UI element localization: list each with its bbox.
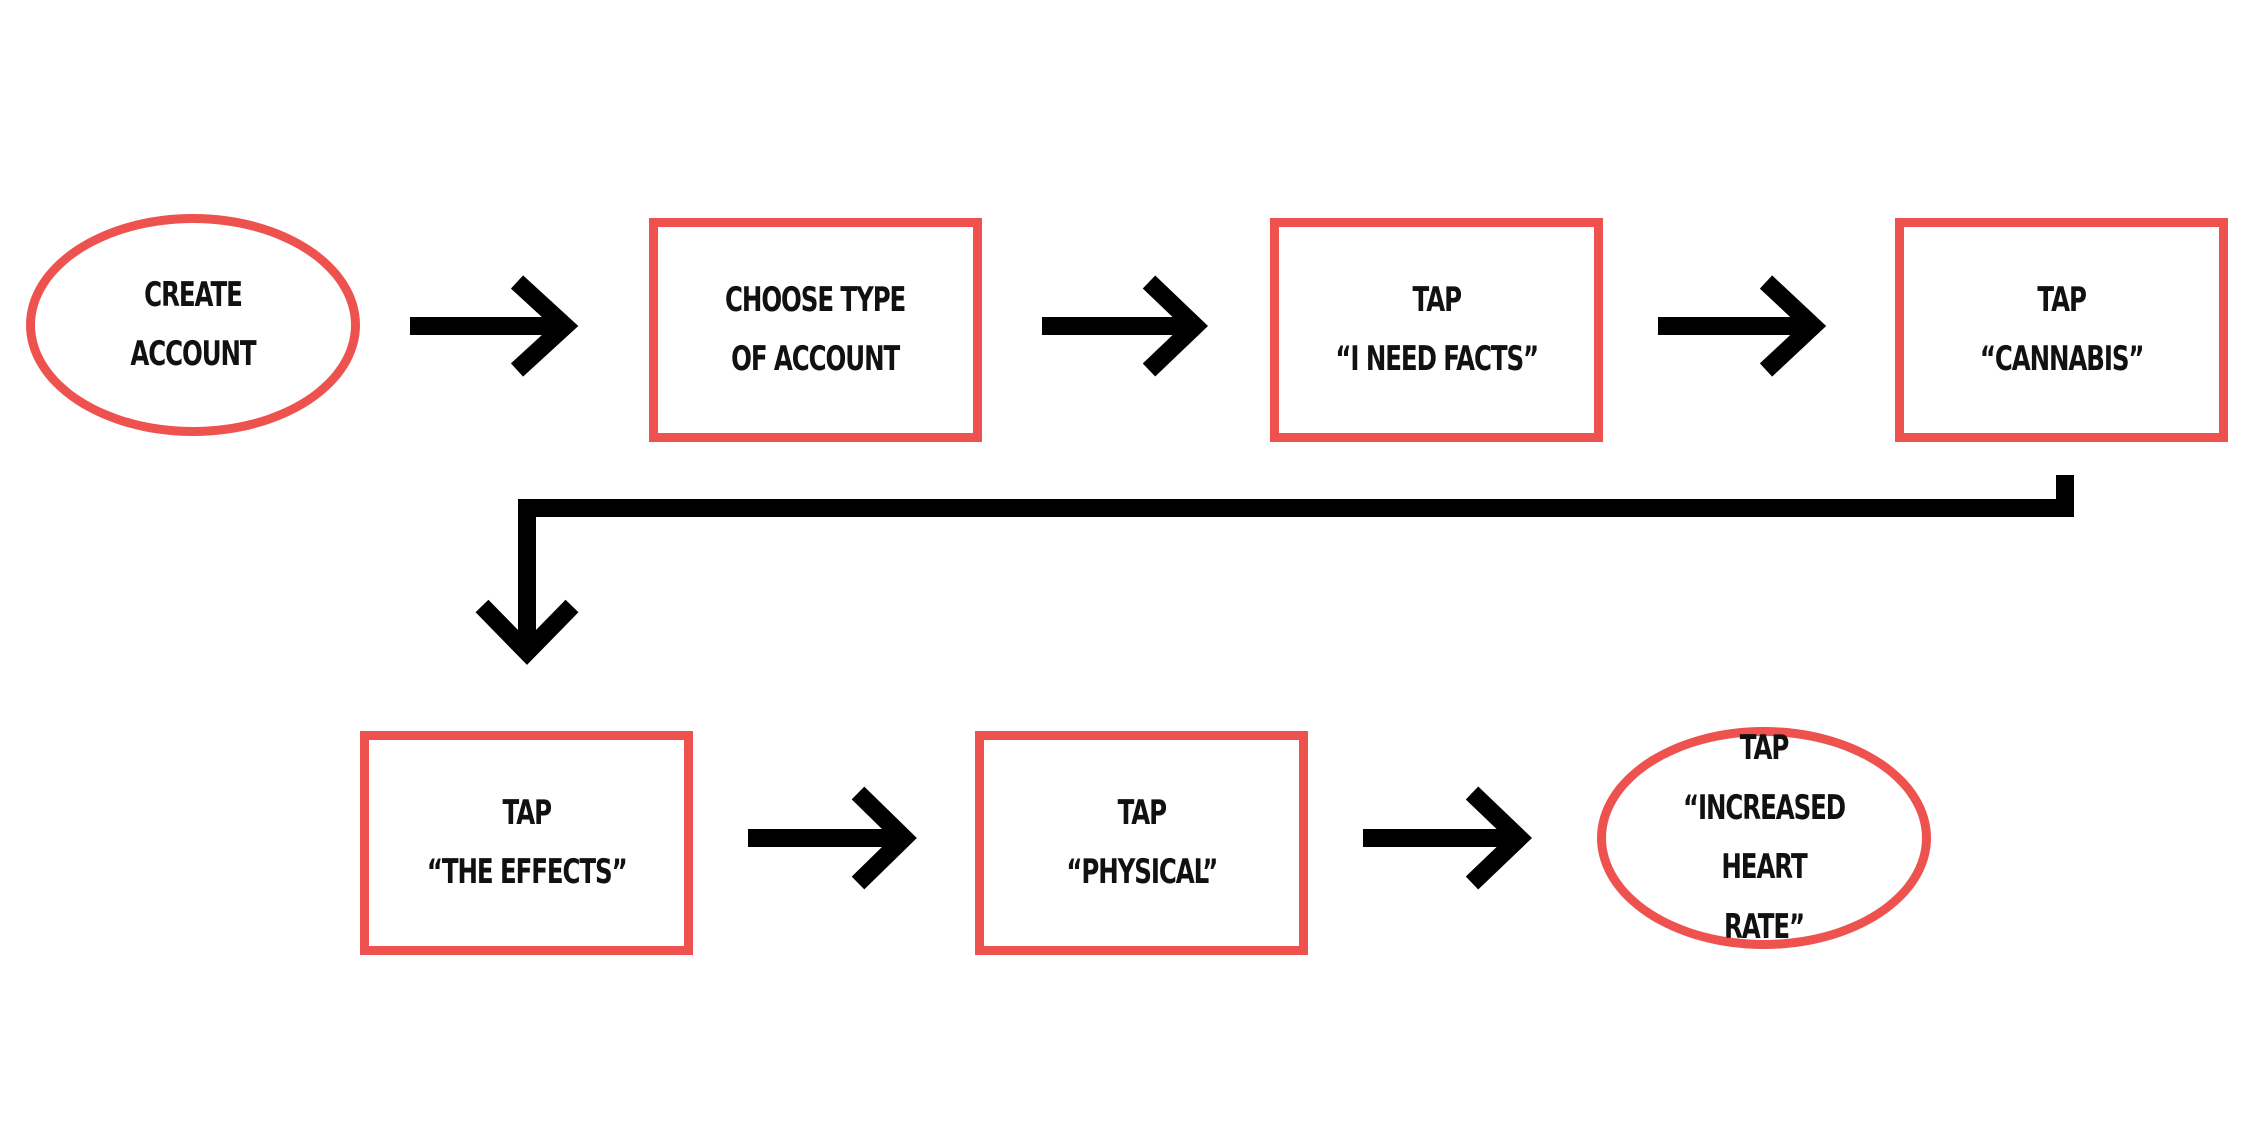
node-choose-type-label: CHOOSE TYPE OF ACCOUNT (725, 279, 906, 380)
node-tap-increased-heart-rate-label: TAP “INCREASED HEART RATE” (1682, 728, 1846, 947)
arrow-create-to-choose (410, 275, 579, 377)
node-tap-the-effects-label: TAP “THE EFFECTS” (426, 792, 628, 893)
arrow-cannabis-to-effects (475, 475, 2074, 665)
node-tap-cannabis: TAP “CANNABIS” (1895, 218, 2228, 442)
node-tap-physical-label: TAP “PHYSICAL” (1066, 792, 1218, 893)
arrow-choose-to-need-facts (1042, 275, 1209, 377)
node-tap-increased-heart-rate: TAP “INCREASED HEART RATE” (1597, 727, 1931, 949)
node-tap-physical: TAP “PHYSICAL” (975, 731, 1308, 955)
node-choose-type-of-account: CHOOSE TYPE OF ACCOUNT (649, 218, 982, 442)
node-create-account: CREATE ACCOUNT (26, 214, 360, 436)
arrow-effects-to-physical (748, 786, 917, 890)
arrow-need-facts-to-cannabis (1658, 275, 1827, 377)
node-tap-the-effects: TAP “THE EFFECTS” (360, 731, 693, 955)
node-tap-cannabis-label: TAP “CANNABIS” (1979, 279, 2145, 380)
node-tap-i-need-facts-label: TAP “I NEED FACTS” (1335, 279, 1539, 380)
node-tap-i-need-facts: TAP “I NEED FACTS” (1270, 218, 1603, 442)
node-create-account-label: CREATE ACCOUNT (130, 274, 256, 375)
arrow-physical-to-heart-rate (1363, 786, 1533, 890)
